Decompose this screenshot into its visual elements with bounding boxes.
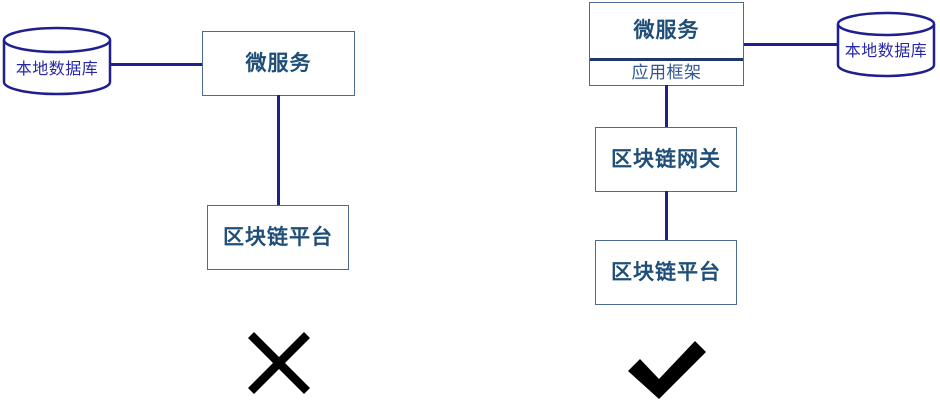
left-microservice-box[interactable]: 微服务 (202, 31, 355, 96)
left-local-database-label: 本地数据库 (15, 59, 99, 78)
connector-right-gateway-to-platform (665, 191, 668, 241)
left-blockchain-platform-label: 区块链平台 (223, 225, 333, 249)
right-local-database: 本地数据库 (836, 11, 936, 78)
left-local-database: 本地数据库 (2, 26, 112, 96)
right-application-framework-section: 应用框架 (590, 61, 743, 85)
right-application-framework-label: 应用框架 (631, 62, 702, 83)
database-icon (836, 11, 936, 78)
check-icon (626, 338, 708, 400)
right-blockchain-platform-box[interactable]: 区块链平台 (595, 240, 737, 305)
connector-left-microservice-to-platform (277, 95, 280, 206)
right-blockchain-platform-label: 区块链平台 (611, 260, 721, 284)
right-blockchain-gateway-label: 区块链网关 (611, 147, 721, 171)
cross-icon (246, 330, 312, 396)
right-microservice-label: 微服务 (633, 18, 700, 42)
connector-right-microservice-to-gateway (665, 85, 668, 128)
connector-left-db-to-microservice (108, 63, 204, 66)
right-blockchain-gateway-box[interactable]: 区块链网关 (595, 127, 737, 192)
left-microservice-label: 微服务 (245, 51, 312, 75)
database-icon (2, 26, 112, 96)
connector-right-microservice-to-db (742, 43, 838, 46)
left-blockchain-platform-box[interactable]: 区块链平台 (207, 205, 349, 270)
right-microservice-box[interactable]: 微服务 应用框架 (589, 2, 744, 86)
right-microservice-top-section: 微服务 (590, 3, 743, 61)
right-local-database-label: 本地数据库 (844, 41, 928, 60)
